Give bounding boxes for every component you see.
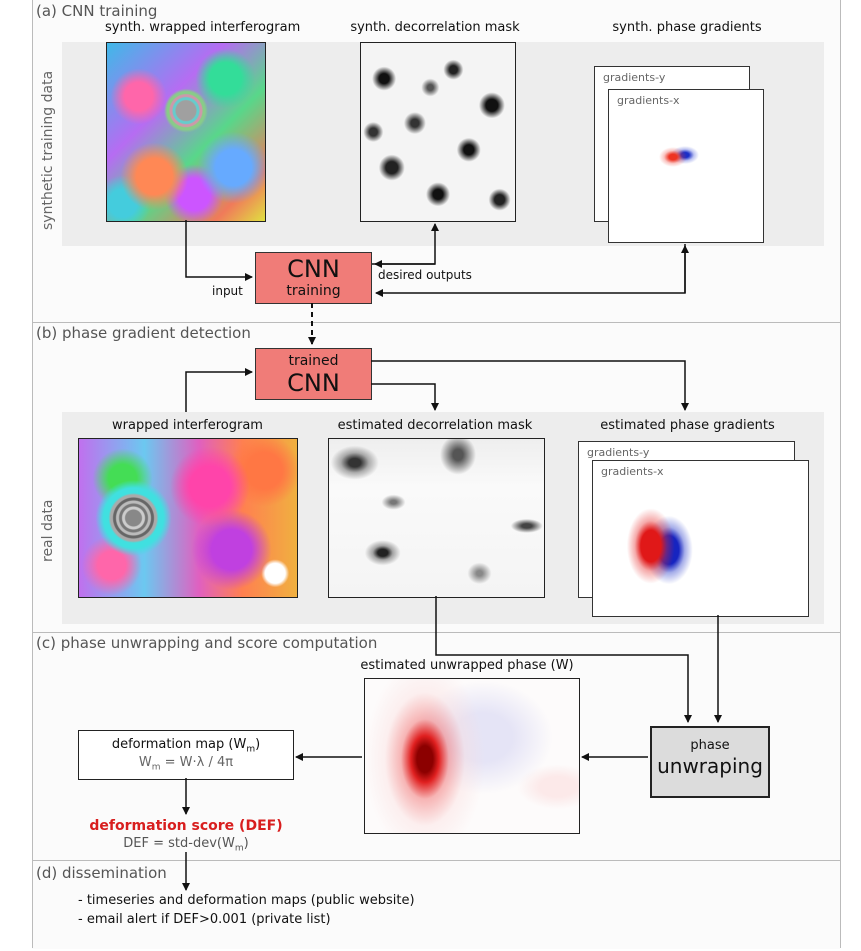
deformation-score-formula: DEF = std-dev(Wm) (123, 836, 249, 854)
synth-interferogram-label: synth. wrapped interferogram (105, 20, 301, 35)
arrow-gradients (375, 244, 686, 297)
est-mask-label: estimated decorrelation mask (337, 418, 533, 433)
phase-unwrapping-box: phase unwraping (650, 726, 770, 798)
arrow-to-est-mask (371, 383, 439, 411)
section-c-title: (c) phase unwrapping and score computati… (36, 634, 378, 652)
deformation-map-formula: Wm = W·λ / 4π (138, 754, 234, 773)
cnn-training-small: training (286, 283, 341, 299)
arrow-mask (372, 223, 439, 265)
synth-mask-label: synth. decorrelation mask (350, 20, 520, 35)
synth-gradients-label: synth. phase gradients (612, 20, 762, 35)
unwrapped-phase-image (364, 678, 580, 834)
arrow-mask-unwrap (435, 596, 692, 723)
synth-mask-image (360, 42, 516, 222)
synth-gradients-x-card: gradients-x (608, 89, 764, 243)
est-gradients-label: estimated phase gradients (600, 418, 775, 433)
est-gradient-blob (613, 506, 703, 586)
arrow-input (185, 220, 253, 281)
est-gradients-x-card: gradients-x (592, 460, 809, 617)
wrapped-interferogram-label: wrapped interferogram (112, 418, 263, 433)
deformation-map-title: deformation map (Wm) (111, 737, 261, 755)
left-border (32, 0, 33, 948)
cnn-training-big: CNN (287, 255, 340, 283)
unwrapped-phase-label: estimated unwrapped phase (W) (360, 658, 574, 673)
section-a-title: (a) CNN training (36, 2, 158, 20)
desired-outputs-label: desired outputs (378, 268, 472, 282)
arrow-to-est-grad (371, 360, 689, 411)
dissemination-item: - timeseries and deformation maps (publi… (78, 893, 415, 908)
synth-gradients-y-label: gradients-y (603, 71, 666, 84)
section-d-title: (d) dissemination (36, 864, 167, 882)
arrow-to-trained (185, 368, 253, 412)
phase-unwrapping-small: phase (690, 738, 730, 753)
cnn-training-box: CNN training (255, 252, 372, 304)
synth-gradients-x-label: gradients-x (617, 94, 680, 107)
right-border (840, 0, 841, 948)
trained-cnn-small: trained (288, 353, 339, 369)
section-b-title: (b) phase gradient detection (36, 324, 251, 342)
synth-interferogram-image (106, 42, 266, 222)
est-gradients-y-label: gradients-y (587, 446, 650, 459)
wrapped-interferogram-image (78, 438, 298, 598)
est-gradients-x-label: gradients-x (601, 465, 664, 478)
phase-unwrapping-big: unwraping (657, 754, 763, 778)
input-label: input (212, 284, 243, 298)
synth-gradient-blob (654, 135, 704, 175)
deformation-score-title: deformation score (DEF) (89, 818, 283, 834)
trained-cnn-big: CNN (287, 369, 340, 397)
section-d (32, 860, 840, 949)
dissemination-item: - email alert if DEF>0.001 (private list… (78, 912, 331, 927)
trained-cnn-box: trained CNN (255, 348, 372, 400)
